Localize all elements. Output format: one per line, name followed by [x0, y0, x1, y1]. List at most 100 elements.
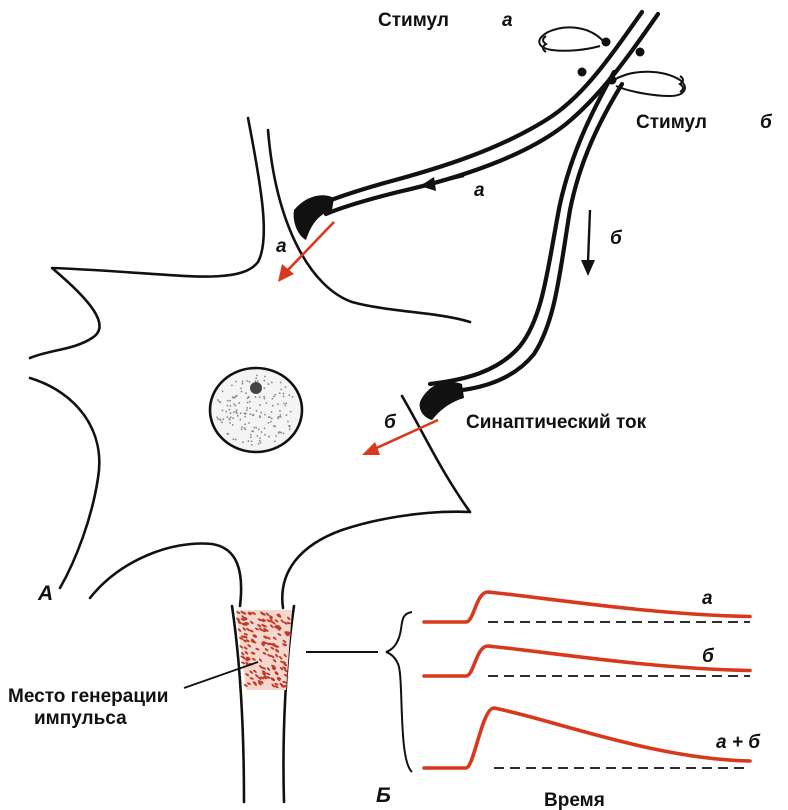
nucleus-stipple-dot	[258, 429, 260, 431]
nucleus-stipple-dot	[229, 419, 231, 421]
nucleus-stipple-dot	[231, 384, 233, 386]
nucleus-stipple-dot	[263, 396, 265, 398]
synaptic-current-arrow-b	[362, 420, 438, 455]
nucleus-stipple-dot	[260, 442, 262, 444]
nucleus-stipple-dot	[250, 436, 252, 438]
nucleus-stipple-dot	[289, 428, 291, 430]
time-axis-label: Время	[544, 790, 605, 810]
nucleus-stipple-dot	[225, 411, 227, 413]
nucleus-stipple-dot	[238, 402, 240, 404]
nucleus-stipple-dot	[246, 380, 248, 382]
nucleus-stipple-dot	[229, 422, 231, 424]
nucleus-stipple-dot	[273, 395, 275, 397]
nucleus-stipple-dot	[285, 402, 287, 404]
nucleus-stipple-dot	[277, 418, 279, 420]
nucleus-stipple-dot	[233, 411, 235, 413]
nucleus-stipple-dot	[256, 374, 258, 376]
nucleus-stipple-dot	[271, 418, 273, 420]
nucleus-stipple-dot	[264, 427, 266, 429]
nucleus-stipple-dot	[249, 381, 251, 383]
nucleus-stipple-dot	[268, 416, 270, 418]
nucleus-stipple-dot	[257, 380, 259, 382]
nucleus-stipple-dot	[244, 423, 246, 425]
nucleus-stipple-dot	[232, 424, 234, 426]
nucleus-stipple-dot	[248, 440, 250, 442]
nucleus-stipple-dot	[221, 421, 223, 423]
nucleus-stipple-dot	[255, 427, 257, 429]
nucleus-stipple-dot	[222, 418, 224, 420]
nucleus-stipple-dot	[222, 410, 224, 412]
nucleus-stipple-dot	[227, 400, 229, 402]
nucleus-stipple-dot	[235, 439, 237, 441]
path-b-label: б	[610, 228, 623, 249]
nucleus-stipple-dot	[288, 425, 290, 427]
nucleus-stipple-dot	[284, 405, 286, 407]
nucleus-stipple-dot	[217, 399, 219, 401]
nucleus-stipple-dot	[241, 428, 243, 430]
nucleus-stipple-dot	[285, 386, 287, 388]
nucleus-stipple-dot	[264, 414, 266, 416]
nucleus-stipple-dot	[261, 431, 263, 433]
nucleus-stipple-dot	[230, 405, 232, 407]
nucleus-stipple-dot	[267, 383, 269, 385]
nucleus-stipple-dot	[255, 380, 257, 382]
conduction-arrow-a	[420, 176, 464, 191]
nucleus-stipple-dot	[241, 391, 243, 393]
nucleus-stipple-dot	[248, 396, 250, 398]
nucleus-stipple-dot	[256, 435, 258, 437]
nucleus-stipple-dot	[256, 410, 258, 412]
nucleus-stipple-dot	[249, 401, 251, 403]
nucleus-stipple-dot	[283, 395, 285, 397]
nucleus-stipple-dot	[220, 419, 222, 421]
nucleus-stipple-dot	[255, 377, 257, 379]
nucleus-stipple-dot	[239, 419, 241, 421]
nucleus-stipple-dot	[216, 416, 218, 418]
nucleus-stipple-dot	[227, 433, 229, 435]
stimulating-electrode-b	[578, 68, 685, 97]
nucleus-stipple-dot	[250, 434, 252, 436]
panel-a-label: А	[37, 582, 53, 605]
nucleus-stipple-dot	[271, 382, 273, 384]
nucleus-stipple-dot	[288, 394, 290, 396]
nucleus-stipple-dot	[229, 400, 231, 402]
nucleus-stipple-dot	[244, 413, 246, 415]
conduction-arrow-b	[581, 210, 595, 276]
nucleus-stipple-dot	[253, 427, 255, 429]
nucleus-stipple-dot	[230, 412, 232, 414]
panel-b-label: Б	[376, 784, 391, 807]
panel-b-traces: а б а + б Время	[306, 588, 761, 810]
nucleus-stipple-dot	[251, 440, 253, 442]
nucleus-stipple-dot	[232, 396, 234, 398]
nucleus-stipple-dot	[247, 402, 249, 404]
nucleus-stipple-dot	[246, 409, 248, 411]
nucleus-stipple-dot	[259, 437, 261, 439]
nucleus-stipple-dot	[274, 426, 276, 428]
stimulus-b-label: Стимул	[636, 112, 707, 133]
nucleus-stipple-dot	[244, 416, 246, 418]
nucleus-stipple-dot	[280, 389, 282, 391]
nucleus-stipple-dot	[258, 443, 260, 445]
axon-a	[294, 12, 658, 240]
impulse-generation-zone	[236, 610, 292, 690]
nucleus-stipple-dot	[226, 416, 228, 418]
nucleus-stipple-dot	[279, 414, 281, 416]
path-a-label: а	[474, 180, 485, 201]
nucleus-stipple-dot	[268, 422, 270, 424]
nucleus-stipple-dot	[246, 407, 248, 409]
nucleus-stipple-dot	[264, 434, 266, 436]
nucleus-stipple-dot	[271, 411, 273, 413]
nucleus-stipple-dot	[240, 387, 242, 389]
nucleus-stipple-dot	[283, 433, 285, 435]
nucleus-stipple-dot	[242, 381, 244, 383]
nucleus-stipple-dot	[252, 414, 254, 416]
nucleus-stipple-dot	[241, 426, 243, 428]
nucleus-stipple-dot	[237, 415, 239, 417]
nucleus-stipple-dot	[218, 401, 220, 403]
synaptic-current-label: Синаптический ток	[466, 412, 647, 433]
nucleus-stipple-dot	[270, 421, 272, 423]
nucleus-stipple-dot	[236, 409, 238, 411]
nucleus-stipple-dot	[259, 415, 261, 417]
nucleus-stipple-dot	[233, 438, 235, 440]
current-b-label: б	[384, 412, 397, 433]
